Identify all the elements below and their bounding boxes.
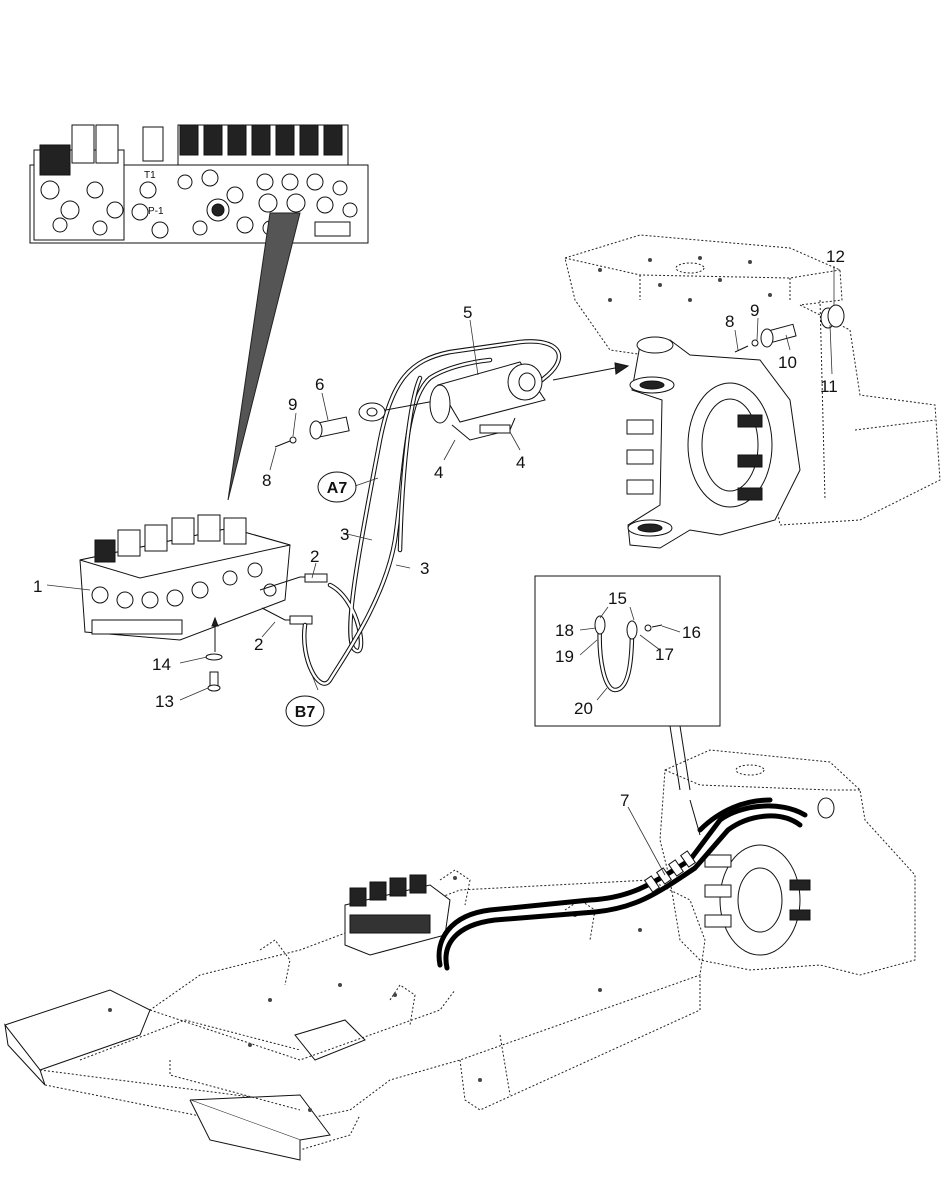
- steering-cylinder: [358, 361, 546, 441]
- connector-label-b7: B7: [295, 704, 316, 721]
- connector-label-a7: A7: [327, 480, 348, 497]
- callout-8-left: 8: [262, 471, 271, 490]
- detail-box-hose-20: [534, 575, 721, 791]
- valve-block-detail: T1 P-1: [29, 124, 369, 244]
- callout-4-right: 4: [516, 453, 525, 472]
- chassis-hose-7: [436, 797, 808, 971]
- arrow-cylinder-to-frame: [552, 367, 616, 381]
- callout-9-left: 9: [288, 395, 297, 414]
- callout-3-left: 3: [340, 525, 349, 544]
- callout-15: 15: [608, 589, 627, 608]
- callout-20: 20: [574, 699, 593, 718]
- control-valve-assembly: [79, 514, 291, 692]
- chassis-valve-block: [344, 874, 451, 956]
- pin-6: [274, 416, 350, 448]
- callout-2-upper: 2: [310, 547, 319, 566]
- pin-10-assembly: [734, 304, 845, 353]
- callout-2-lower: 2: [254, 635, 263, 654]
- callout-8-right: 8: [725, 312, 734, 331]
- callout-5: 5: [463, 303, 472, 322]
- callout-10: 10: [778, 353, 797, 372]
- callout-11: 11: [820, 377, 838, 396]
- callout-18: 18: [555, 621, 574, 640]
- front-frame-bottom-dashed: [659, 749, 916, 976]
- port-label-t1: T1: [144, 170, 156, 181]
- callout-14: 14: [152, 655, 171, 674]
- hose-3: [301, 339, 562, 686]
- rear-frame-chassis: [4, 869, 706, 1161]
- callout-3-right: 3: [420, 559, 429, 578]
- callout-6: 6: [315, 375, 324, 394]
- callout-numbers: 1 2 2 3 3 4 4 5 6 7 8 8 9 9 10 11 12 13 …: [33, 247, 845, 810]
- connector-a7: A7: [317, 471, 357, 503]
- callout-16: 16: [682, 623, 701, 642]
- articulation-joint: [626, 336, 801, 549]
- callout-13: 13: [155, 692, 174, 711]
- callout-7: 7: [620, 791, 629, 810]
- port-label-p1: P-1: [148, 206, 164, 217]
- callout-4-left: 4: [434, 463, 443, 482]
- connector-b7: B7: [285, 695, 325, 727]
- leader-lines: [46, 266, 835, 876]
- callout-1: 1: [33, 577, 42, 596]
- callout-12: 12: [826, 247, 845, 266]
- callout-9-right: 9: [750, 301, 759, 320]
- zoom-wedge: [227, 212, 301, 501]
- callout-17: 17: [655, 645, 674, 664]
- callout-19: 19: [555, 647, 574, 666]
